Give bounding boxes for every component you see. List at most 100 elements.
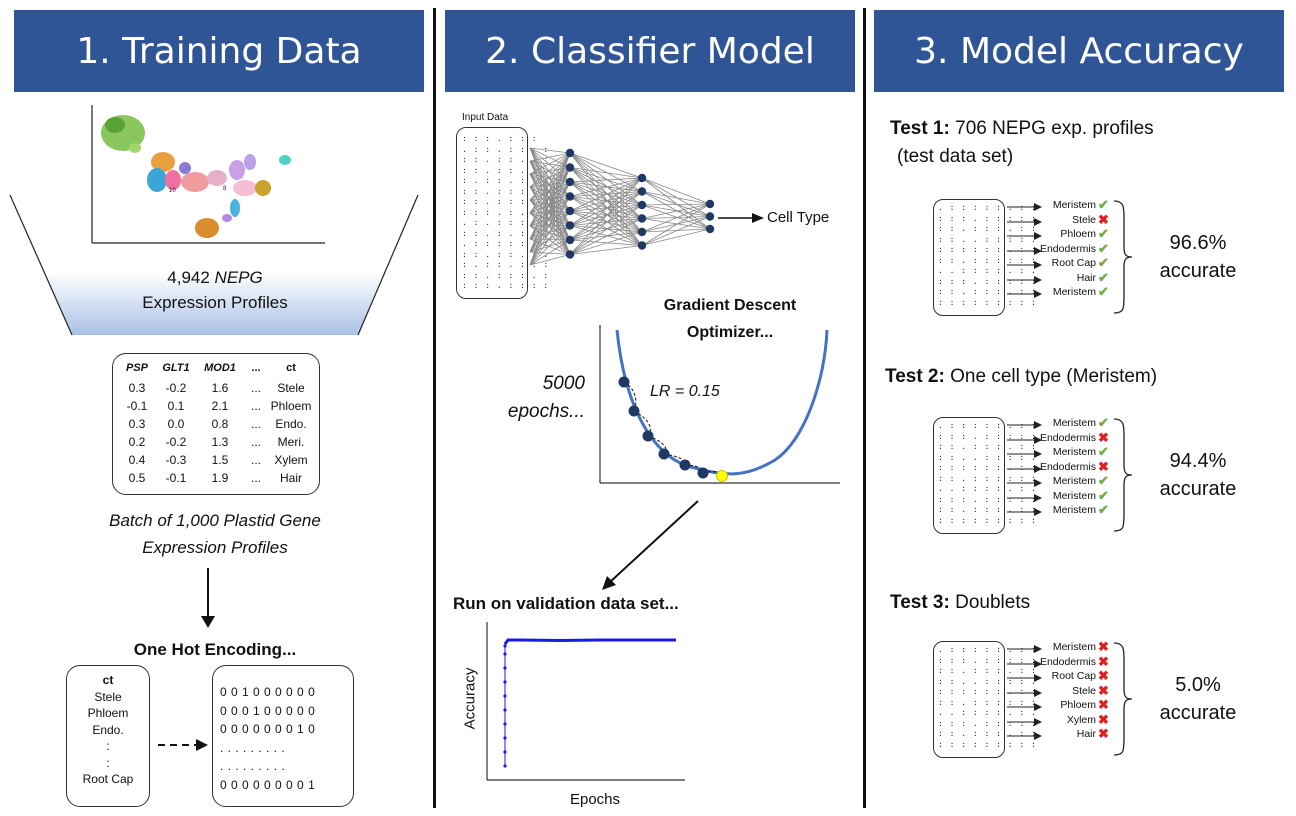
prediction-label: Endodermis (1039, 242, 1096, 255)
nn-connection (529, 160, 571, 183)
batch-caption: Batch of 1,000 Plastid Gene Expression P… (109, 511, 321, 557)
ct-list-item: : (106, 755, 110, 770)
nn-connection (529, 160, 571, 197)
nn-connection (569, 181, 643, 233)
test-input-dots: . : : : : : . : : : : : . : : : : : : : … (938, 645, 1037, 749)
table-cell: 0.3 (128, 381, 146, 395)
nn-connection (529, 173, 571, 241)
check-icon: ✔ (1098, 487, 1109, 503)
nn-connection (641, 228, 711, 233)
table-cell: 1.5 (211, 453, 229, 467)
ct-list-item: Stele (94, 689, 122, 704)
prediction-arrow (1007, 232, 1042, 240)
check-icon: ✔ (1098, 197, 1109, 212)
nn-connection (529, 239, 571, 253)
nn-connection (569, 191, 643, 212)
nn-node (637, 200, 647, 210)
table-cell: Phloem (270, 399, 312, 413)
check-icon: ✔ (1098, 269, 1109, 285)
table-header: PSP (125, 362, 148, 374)
nn-connection (569, 196, 643, 219)
nn-node (637, 187, 647, 196)
table-cell: 2.1 (211, 399, 229, 413)
accuracy-value: 94.4% (1169, 450, 1227, 472)
dashed-arrow (158, 739, 208, 751)
test-title: Test 1: 706 NEPG exp. profiles (890, 118, 1154, 140)
table-cell: ... (250, 417, 261, 431)
prediction-label: Phloem (1060, 228, 1096, 240)
nn-connection (569, 204, 643, 212)
nn-connection (569, 177, 643, 226)
cross-icon: ✖ (1098, 682, 1109, 698)
check-icon: ✔ (1098, 226, 1109, 241)
prediction-arrow (1007, 508, 1042, 516)
lr-label: LR = 0.15 (650, 383, 720, 400)
nn-connection (569, 196, 643, 233)
ct-list-item: Phloem (87, 706, 129, 720)
nn-connection (529, 173, 571, 212)
accuracy-result: 96.6%accurate (1148, 229, 1248, 285)
prediction-arrow (1007, 275, 1042, 284)
check-icon: ✔ (1098, 415, 1109, 430)
cross-icon: ✖ (1098, 726, 1109, 741)
accuracy-result: 94.4%accurate (1148, 447, 1248, 503)
nn-connection (641, 203, 711, 206)
nn-connection (569, 181, 643, 219)
nn-connection (529, 160, 571, 226)
table-cell: ... (250, 453, 261, 467)
nn-node (705, 212, 715, 221)
nn-node (565, 163, 575, 172)
diagonal-arrow (602, 500, 699, 590)
prediction-arrow (1007, 659, 1042, 668)
prediction-label: Stele (1072, 213, 1096, 226)
nn-connection (529, 225, 571, 266)
nn-connection (529, 147, 571, 197)
nn-connection (569, 167, 643, 179)
table-cell: Hair (279, 471, 302, 485)
prediction-arrow (1007, 203, 1042, 211)
table-cell: 0.0 (167, 417, 185, 431)
nn-connection (569, 152, 643, 233)
check-icon: ✔ (1098, 284, 1109, 299)
prediction-label: Meristem (1052, 417, 1096, 429)
test-title: Test 2: One cell type (Meristem) (885, 366, 1157, 388)
prediction-label: Meristem (1052, 489, 1096, 502)
prediction-arrow (1007, 217, 1042, 226)
nn-connection (529, 210, 571, 214)
nn-connection (529, 152, 571, 227)
nn-connection (569, 204, 643, 255)
cross-icon: ✖ (1098, 458, 1109, 474)
prediction-label: Root Cap (1051, 670, 1096, 682)
ct-list-item: Root Cap (82, 772, 134, 786)
prediction-arrow (1007, 732, 1042, 740)
epochs-label: 5000 epochs... (507, 373, 585, 422)
nn-connection (529, 186, 571, 255)
table-cell: 0.4 (128, 453, 146, 467)
table-cell: 1.3 (211, 435, 229, 449)
test-input-bracket (933, 199, 1005, 316)
table-header: ct (286, 362, 296, 374)
nn-connection (529, 152, 571, 214)
nn-connection (529, 212, 571, 241)
nn-connection (569, 167, 643, 192)
nn-node (565, 250, 575, 259)
x-axis-label: Epochs (569, 791, 621, 808)
nn-connection (569, 177, 643, 183)
nn-node (637, 227, 647, 237)
table-cell: ... (250, 471, 261, 485)
one-hot-row: . . . . . . . . . (220, 759, 286, 773)
nn-connection (529, 173, 571, 197)
check-icon: ✔ (1098, 444, 1109, 459)
nn-connection (569, 231, 643, 255)
output-arrow (718, 213, 764, 223)
prediction-arrow (1007, 645, 1042, 653)
nn-node (565, 192, 575, 201)
nn-connection (529, 173, 571, 255)
nn-connection (569, 167, 643, 206)
validation-accuracy-chart (486, 622, 685, 781)
prediction-arrow (1007, 464, 1042, 473)
svg-text:8: 8 (223, 186, 227, 192)
nn-connection (529, 199, 571, 226)
